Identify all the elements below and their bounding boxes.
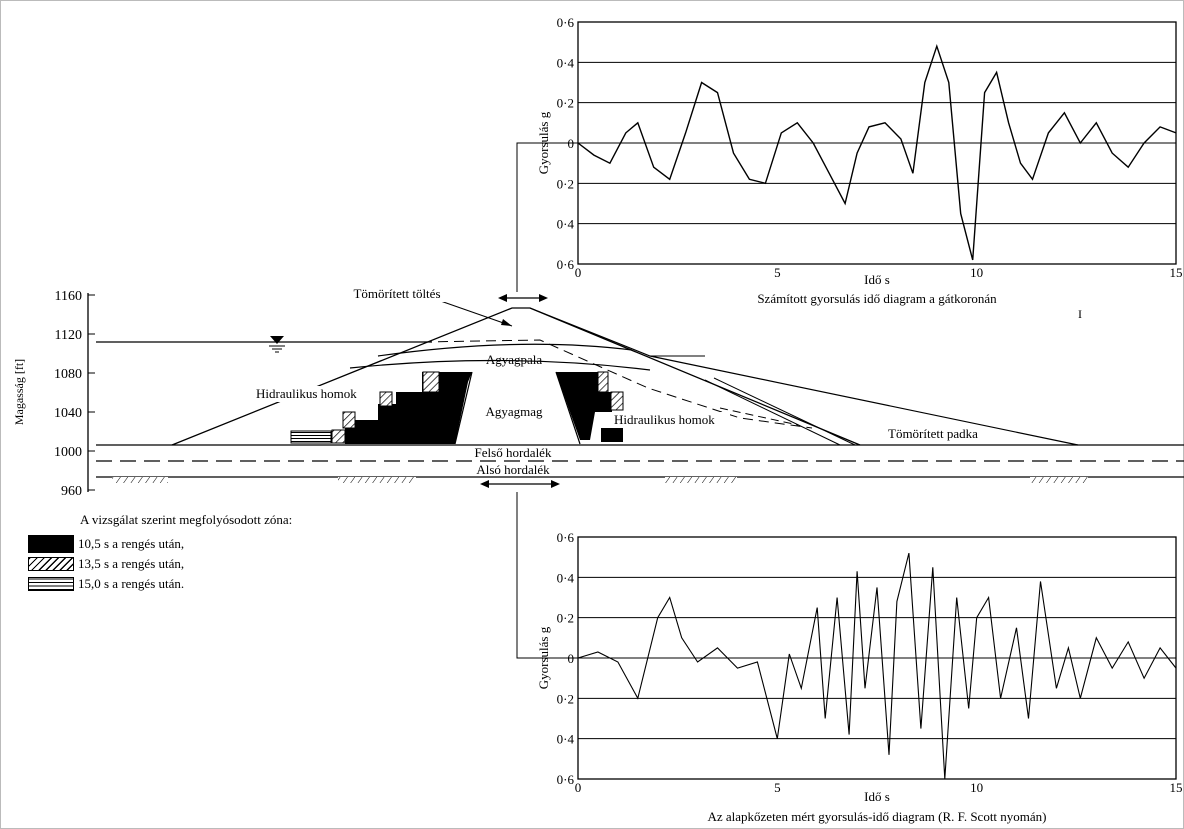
x-tick-label: 10 [970,780,983,795]
height-tick-1120: 1120 [55,328,82,343]
chart-bedrock: 0·6 0·4 0·2 0 0·2 0·4 0·6 0 5 10 15 Gyorsulás g I… [536,530,1183,824]
stray-mark: I [1078,307,1082,321]
x-tick-label: 0 [575,265,582,280]
label-crest-fill: Tömörített töltés [353,286,440,301]
clay-core-boundary [454,371,581,445]
legend-item-label: 15,0 s a rengés után. [78,576,185,591]
height-tick-1160: 1160 [55,289,82,304]
y-tick-label: 0·6 [557,257,575,272]
dam-section: 1160 1120 1080 1040 1000 960 Magasság [f… [12,142,1184,659]
shale-lower-boundary [349,359,651,371]
x-tick-label: 15 [1170,780,1183,795]
liquefied-zone-13-5s [610,391,624,411]
y-tick-label: 0·4 [557,732,575,747]
liquefied-zone-13-5s [379,391,393,407]
chart-bedrock-title: Az alapkőzeten mért gyorsulás-idő diagra… [707,809,1046,824]
chart-bedrock-yticks: 0·6 0·4 0·2 0 0·2 0·4 0·6 [557,530,575,787]
shale-upper-boundary [377,343,633,357]
liquefied-zone-10-5s-left [345,372,472,444]
liquefied-zone-13-5s [597,371,609,393]
y-tick-label: 0·6 [557,772,575,787]
label-lower-alluvium: Alsó hordalék [476,462,550,477]
height-axis-label: Magasság [ft] [12,359,26,425]
ground-hatch [1030,477,1088,483]
height-tick-1040: 1040 [54,406,82,421]
label-hydraulic-sand-left: Hidraulikus homok [256,386,357,401]
phreatic-dashed-line [421,339,813,429]
y-tick-label: 0 [568,136,575,151]
water-level-symbol [269,336,285,353]
y-tick-label: 0·6 [557,15,575,30]
chart-crest-series-line [577,43,1177,261]
chart-crest-ylabel: Gyorsulás g [536,111,551,174]
sand-dashed-line [719,407,799,426]
label-compacted-berm: Tömörített padka [888,426,978,441]
height-tick-1000: 1000 [54,445,82,460]
legend-title: A vizsgálat szerint megfolyósodott zóna: [80,512,293,527]
chart-bedrock-ylabel: Gyorsulás g [536,626,551,689]
chart-crest-xlabel: Idő s [864,272,890,287]
y-tick-label: 0·4 [557,570,575,585]
chart-crest-yticks: 0·6 0·4 0·2 0 0·2 0·4 0·6 [557,15,575,272]
chart-bedrock-gridlines [578,576,1176,740]
x-tick-label: 15 [1170,265,1183,280]
height-tick-960: 960 [61,484,82,499]
legend-swatch-horizontal-lines [28,577,74,591]
y-tick-label: 0·2 [557,176,574,191]
label-shale: Agyagpala [486,352,543,367]
legend-swatch-solid-black [28,535,74,553]
chart-bedrock-series-line [577,552,1177,780]
ground-hatch [665,477,737,483]
berm-slope-lines [704,377,856,446]
liquefied-zone-13-5s [331,429,346,444]
y-tick-label: 0 [568,651,575,666]
chart-crest-title: Számított gyorsulás idő diagram a gátkor… [757,291,997,306]
y-tick-label: 0·2 [557,96,574,111]
chart-crest: 0·6 0·4 0·2 0 0·2 0·4 0·6 0 5 10 15 Gyorsulás g I… [536,15,1183,306]
label-upper-alluvium: Felső hordalék [475,445,552,460]
chart-bedrock-xticks: 0 5 10 15 [575,780,1183,795]
base-double-arrow [480,480,560,488]
height-axis: 1160 1120 1080 1040 1000 960 Magasság [f… [12,289,95,499]
arrowhead [501,319,512,326]
x-tick-label: 5 [774,265,781,280]
liquefied-zone-10-5s-small [601,428,623,442]
base-connector [516,492,578,659]
y-tick-label: 0·4 [557,55,575,70]
legend-item: 10,5 s a rengés után, [28,534,292,554]
legend-item: 15,0 s a rengés után. [28,574,292,594]
x-tick-label: 5 [774,780,781,795]
crest-double-arrow [498,294,548,302]
y-tick-label: 0·4 [557,217,575,232]
label-hydraulic-sand-right: Hidraulikus homok [614,412,715,427]
y-tick-label: 0·2 [557,691,574,706]
legend-item-label: 13,5 s a rengés után, [78,556,185,571]
y-tick-label: 0·6 [557,530,575,545]
crest-connector [516,142,578,292]
legend-item-label: 10,5 s a rengés után, [78,536,185,551]
chart-bedrock-xlabel: Idő s [864,789,890,804]
chart-crest-gridlines [578,61,1176,225]
legend: A vizsgálat szerint megfolyósodott zóna:… [28,512,292,594]
chart-crest-xticks: 0 5 10 15 [575,265,1183,280]
crest-fill-leader [431,297,513,327]
ground-hatch [112,477,168,483]
ground-hatch [338,477,416,483]
x-tick-label: 0 [575,780,582,795]
legend-swatch-diagonal-hatch [28,557,74,571]
x-tick-label: 10 [970,265,983,280]
liquefied-zone-13-5s [422,371,440,393]
label-clay-core: Agyagmag [485,404,543,419]
y-tick-label: 0·2 [557,611,574,626]
liquefied-zone-15s [290,430,332,444]
liquefied-zone-13-5s [342,411,356,429]
dam-outline [171,307,861,446]
height-tick-1080: 1080 [54,367,82,382]
legend-item: 13,5 s a rengés után, [28,554,292,574]
